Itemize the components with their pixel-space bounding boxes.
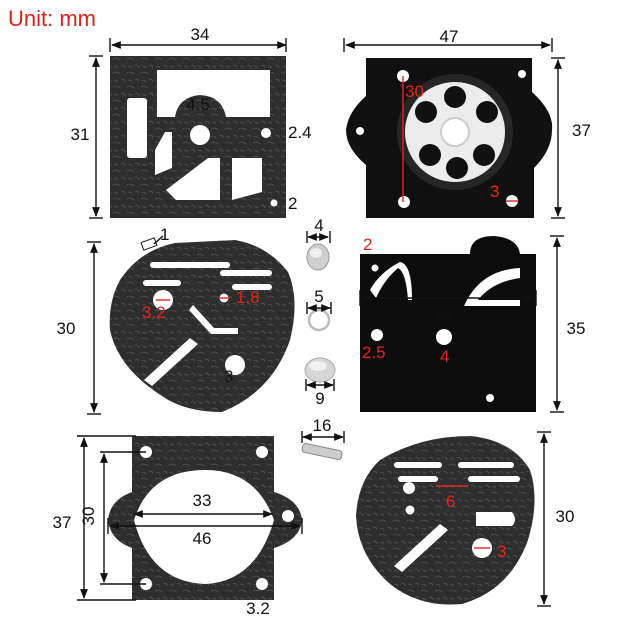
- dim-height-outer: 37: [53, 513, 72, 532]
- dims-mid-right: [359, 235, 564, 413]
- dim-width-inner: 33: [193, 491, 212, 510]
- metering-disc-small: [304, 357, 336, 383]
- dims-bottom-left: [77, 435, 303, 601]
- gasket-slot-left: [127, 98, 147, 158]
- dim-hole: 3: [497, 542, 506, 561]
- dim-width: 34: [191, 25, 210, 44]
- diaphragm-mid-right: [360, 236, 536, 412]
- dim-height: 35: [567, 319, 586, 338]
- dim-needle: 4: [314, 216, 323, 235]
- gasket-disc-bottom-right: [356, 436, 535, 605]
- dim-hole-large: 4.5: [186, 95, 210, 114]
- dim-span: 30: [405, 82, 424, 101]
- dims-small-parts: [301, 231, 345, 443]
- needle-valve-tip: [306, 243, 330, 271]
- dim-hole-small: 2: [288, 194, 297, 213]
- gasket-hole-small: [270, 199, 278, 207]
- gasket-top-left: [110, 56, 286, 218]
- dim-hole-top: 2: [363, 235, 372, 254]
- gasket-bottom-left: [108, 436, 302, 600]
- small-parts: [301, 243, 343, 461]
- dim-hole: 3.2: [246, 599, 270, 618]
- dims-mid-left: [87, 235, 164, 415]
- dim-hole-center: 4: [440, 347, 449, 366]
- dim-hole-left: 2.5: [362, 343, 386, 362]
- gasket-hole-large: [190, 125, 210, 145]
- dim-hole-a: 1.8: [236, 288, 260, 307]
- dim-hole-medium: 2.4: [288, 123, 312, 142]
- dim-height-inner: 30: [79, 507, 98, 526]
- dim-height: 37: [572, 121, 591, 140]
- gasket-hole-medium: [261, 128, 271, 138]
- dim-height: 30: [556, 507, 575, 526]
- dim-width-outer: 46: [193, 529, 212, 548]
- dim-hole-c: 3: [224, 367, 233, 386]
- dims-top-right: [343, 38, 565, 219]
- lever-pin: [301, 443, 343, 461]
- dims-top-left: [89, 38, 287, 219]
- retaining-ring: [307, 308, 331, 332]
- dim-hole-b: 3.2: [142, 303, 166, 322]
- gasket-window-mid: [166, 158, 220, 200]
- dim-ring: 5: [314, 287, 323, 306]
- dim-height: 30: [57, 319, 76, 338]
- unit-label: Unit: mm: [8, 6, 96, 31]
- dim-notch: 1: [160, 225, 169, 244]
- dim-slot: 6: [446, 492, 455, 511]
- dim-pin: 16: [313, 416, 332, 435]
- dim-disc: 9: [315, 389, 324, 408]
- gasket-window-top: [157, 70, 270, 117]
- diaphragm-top-right: [346, 58, 553, 218]
- dim-width: 34: [434, 305, 453, 324]
- dim-height: 31: [71, 125, 90, 144]
- gasket-window-small: [155, 132, 172, 175]
- dims-bottom-right: [537, 431, 551, 607]
- dim-width: 47: [440, 27, 459, 46]
- dim-hole: 3: [490, 182, 499, 201]
- gasket-window-right: [232, 158, 262, 200]
- gasket-disc-mid-left: [109, 237, 295, 412]
